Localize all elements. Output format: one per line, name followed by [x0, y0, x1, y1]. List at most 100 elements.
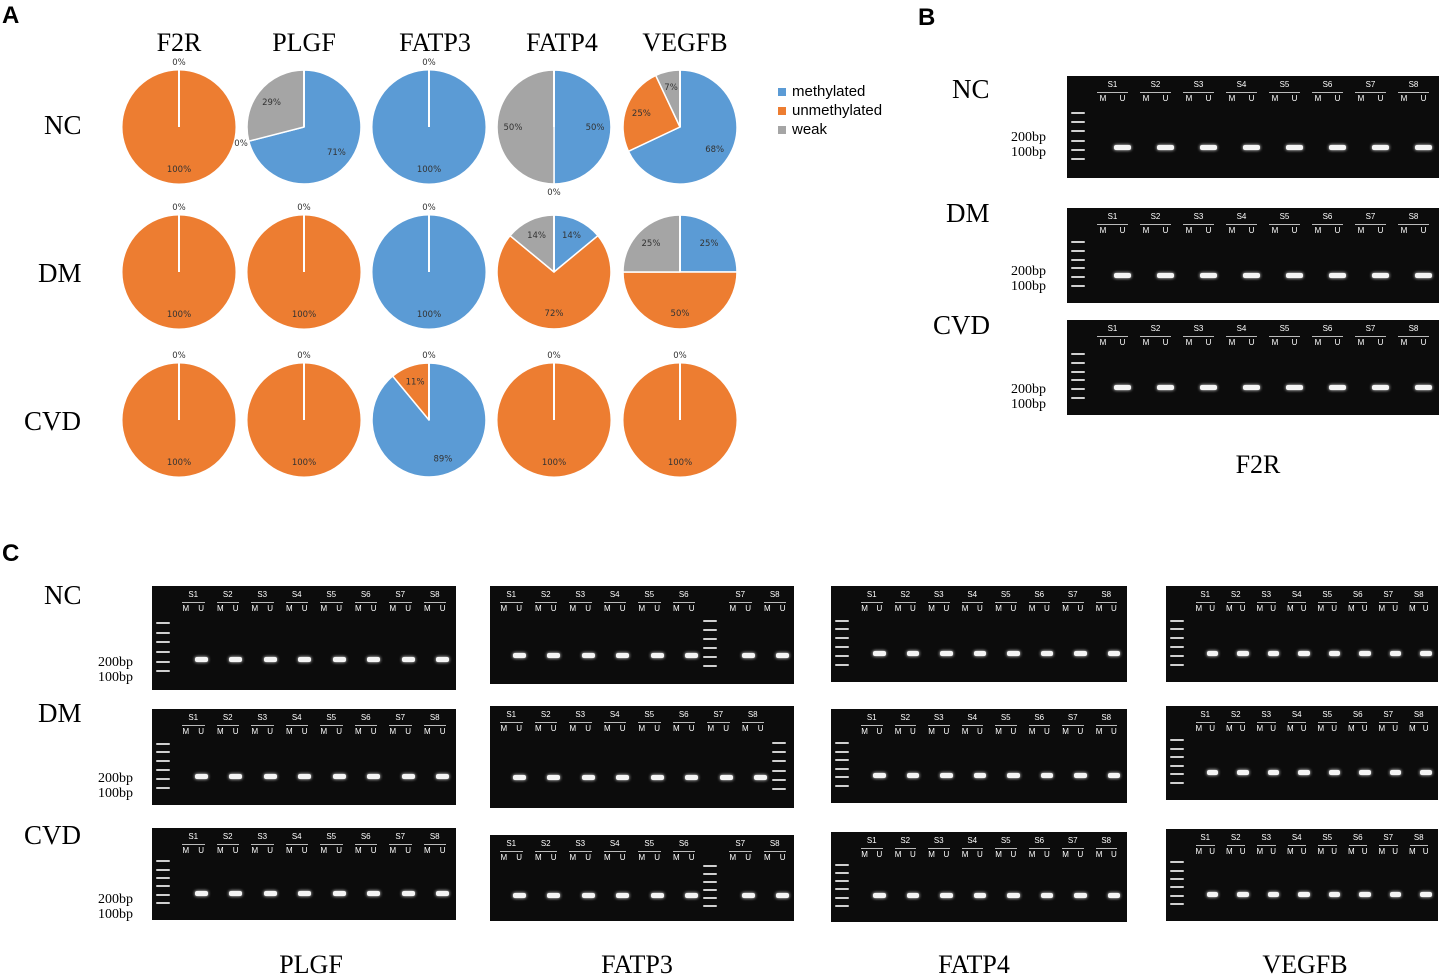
pie-slice-fatp4-dm-unmethylated: [496, 234, 612, 330]
gel-band-c-fatp3-cvd-4: [650, 893, 664, 899]
gel-sample-label: S2: [540, 839, 551, 848]
gel-band-c-fatp3-cvd-6: [741, 893, 755, 899]
gel-lane-label: M: [638, 724, 646, 733]
gel-lane-label: M: [286, 727, 293, 736]
gel-sample-rule: [285, 725, 308, 726]
gel-lane-label: M: [729, 853, 737, 862]
c-gel-title-fatp3: FATP3: [601, 950, 673, 979]
gel-lane-label: U: [976, 604, 983, 613]
gel-lane-label: U: [550, 604, 557, 613]
gel-sample-rule: [1062, 602, 1084, 603]
gel-sample-label: S6: [1322, 324, 1333, 333]
gel-lane-label: M: [1314, 226, 1322, 235]
gel-sample-label: S5: [1000, 590, 1011, 599]
gel-band-c-fatp3-nc-7: [776, 652, 790, 658]
gel-ladder-band: [772, 788, 786, 791]
gel-lane-label: U: [550, 724, 557, 733]
gel-sample-rule: [1183, 92, 1214, 93]
gel-lane-label: U: [943, 604, 950, 613]
gel-sample-rule: [861, 602, 883, 603]
gel-sample-label: S7: [395, 590, 406, 599]
gel-sample-rule: [389, 844, 412, 845]
gel-lane-label: M: [1142, 94, 1150, 103]
gel-sample-rule: [638, 851, 661, 852]
gel-lane-label: M: [535, 724, 542, 733]
gel-lane-label: M: [320, 727, 328, 736]
gel-lane-label: M: [500, 604, 508, 613]
gel-ladder-band: [772, 760, 786, 763]
gel-lane-label: U: [301, 604, 308, 613]
pie-label-fatp3-cvd-unmethylated: 11%: [406, 377, 425, 387]
gel-sample-label: S6: [1352, 590, 1363, 599]
gel-band-c-plgf-nc-6: [401, 656, 415, 662]
gel-lane-label: M: [928, 850, 935, 859]
gel-band-c-vegfb-dm-4: [1328, 769, 1341, 775]
gel-sample-label: S8: [429, 590, 440, 599]
gel-band-c-fatp3-dm-7: [754, 775, 768, 781]
gel-ladder-band: [1170, 773, 1184, 776]
c-cvd-marker-100: 100bp: [98, 907, 133, 922]
gel-sample-rule: [285, 844, 308, 845]
gel-lane-label: U: [267, 846, 273, 855]
gel-sample-rule: [251, 725, 274, 726]
gel-sample-label: S6: [1034, 713, 1045, 722]
gel-band-c-fatp4-dm-0: [873, 772, 886, 778]
gel-lane-label: U: [688, 724, 695, 733]
pie-label-fatp4-nc-weak: 50%: [504, 123, 523, 133]
gel-sample-rule: [1257, 845, 1276, 846]
gel-sample-label: S8: [1413, 590, 1424, 599]
gel-lane-label: M: [1378, 604, 1386, 613]
gel-lane-label: U: [876, 727, 883, 736]
gel-sample-rule: [1409, 722, 1428, 723]
gel-lane-label: U: [336, 727, 342, 736]
row-label-dm: DM: [38, 258, 82, 288]
gel-band-c-vegfb-nc-2: [1267, 651, 1280, 657]
gel-lane-label: U: [1291, 226, 1298, 235]
gel-lane-label: U: [654, 853, 660, 862]
pie-f2r-dm: 0%100%: [121, 203, 237, 330]
gel-band-c-fatp3-cvd-2: [581, 893, 595, 899]
gel-lane-label: M: [995, 727, 1002, 736]
gel-band-b-dm-4: [1286, 272, 1303, 278]
gel-band-c-fatp4-cvd-1: [906, 893, 920, 899]
gel-lane-label: U: [516, 853, 522, 862]
gel-sample-rule: [603, 722, 626, 723]
gene-header-f2r: F2R: [156, 28, 202, 57]
gel-lane-label: M: [424, 727, 431, 736]
c-row-label-dm: DM: [38, 698, 82, 728]
gel-sample-rule: [1097, 92, 1128, 93]
gel-sample-label: S8: [1101, 590, 1112, 599]
gel-sample-label: S5: [1279, 80, 1290, 89]
gel-sample-rule: [423, 602, 446, 603]
gel-ladder-band: [156, 860, 170, 863]
pie-label-vegfb-nc-unmethylated: 25%: [632, 109, 651, 119]
gel-ladder-band: [1071, 284, 1085, 287]
gel-lane-label: M: [928, 727, 935, 736]
gel-ladder-c-fatp3-dm: [772, 741, 788, 798]
gel-sample-label: S1: [1107, 80, 1118, 89]
gel-lane-label: M: [389, 846, 397, 855]
gel-lane-label: M: [286, 846, 293, 855]
